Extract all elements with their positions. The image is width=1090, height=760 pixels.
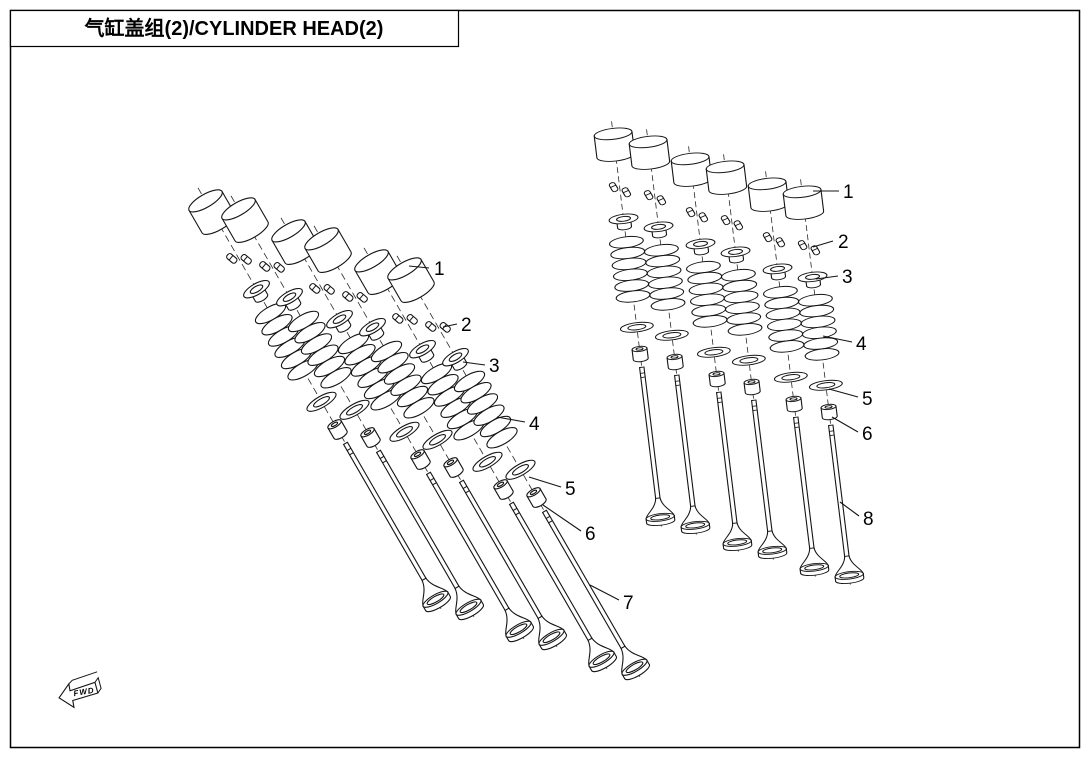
callout-right-3: 3	[815, 267, 853, 288]
callout-right-1: 1	[813, 182, 854, 203]
callout-number: 6	[862, 424, 873, 445]
callout-left-1: 1	[408, 259, 445, 280]
callout-left-6: 6	[542, 504, 596, 545]
callout-left-4: 4	[496, 414, 540, 435]
callout-number: 7	[623, 593, 634, 614]
callout-right-4: 4	[822, 334, 867, 355]
callout-right-2: 2	[812, 232, 849, 253]
callout-left-7: 7	[589, 584, 634, 614]
title-box	[9, 9, 460, 48]
callout-number: 6	[585, 524, 596, 545]
callout-number: 8	[863, 509, 874, 530]
valve-assembly	[627, 126, 716, 538]
valve-assembly	[669, 143, 758, 555]
left-callouts: 1 2 3 4 5 6 7	[408, 259, 634, 614]
callout-number: 1	[434, 259, 445, 280]
callout-number: 2	[838, 232, 849, 253]
valve-assembly	[592, 118, 681, 530]
valve-assembly	[704, 151, 793, 563]
valve-assembly	[346, 237, 625, 679]
valve-assembly	[781, 176, 870, 588]
callout-left-3: 3	[462, 356, 500, 377]
callout-number: 3	[842, 267, 853, 288]
callout-number: 5	[565, 479, 576, 500]
valve-assembly	[746, 168, 835, 580]
right-callouts: 1 2 3 4 5 6 8	[812, 182, 874, 530]
sheet-border	[9, 9, 1081, 749]
callout-left-5: 5	[528, 476, 576, 500]
fwd-label: FWD	[73, 686, 95, 699]
title-block: 气缸盖组(2)/CYLINDER HEAD(2)	[9, 9, 460, 48]
callout-number: 1	[843, 182, 854, 203]
right-valve-group	[592, 118, 870, 588]
page-title: 气缸盖组(2)/CYLINDER HEAD(2)	[84, 16, 384, 40]
callout-right-8: 8	[839, 501, 874, 530]
callout-number: 4	[529, 414, 540, 435]
callout-number: 5	[862, 389, 873, 410]
fwd-arrow-icon: FWD	[58, 671, 102, 709]
callout-number: 4	[856, 334, 867, 355]
callout-right-5: 5	[828, 388, 873, 410]
callout-right-6: 6	[831, 416, 873, 445]
callout-number: 2	[461, 315, 472, 336]
callout-number: 3	[489, 356, 500, 377]
left-valve-group	[180, 177, 658, 687]
callout-left-2: 2	[442, 315, 472, 336]
